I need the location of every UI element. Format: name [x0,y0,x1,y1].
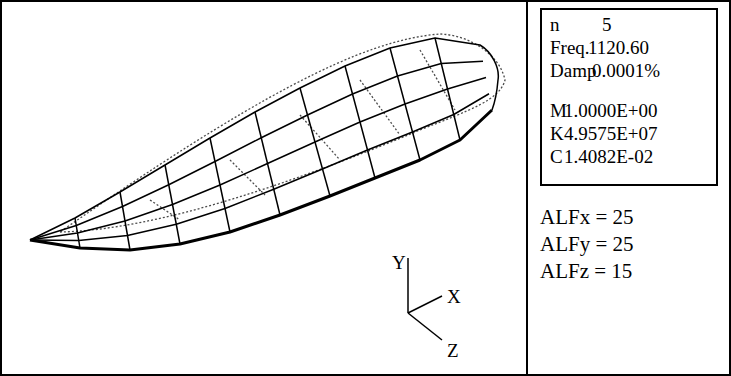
parameter-label: ALFz = 15 [540,259,632,283]
field-value: 1.4082E-02 [564,146,653,168]
field-value: 1120.60 [588,37,649,59]
axis-label: X [447,286,461,308]
parameter-label: ALFy = 25 [540,232,634,256]
axis-triad [408,258,442,340]
field-name: C [550,146,563,168]
axis-label: Z [447,340,459,362]
field-name: Freq. [550,37,590,59]
field-name: n [550,14,560,36]
info-box: n5Freq.1120.60Damp0.0001%M1.0000E+00K4.9… [540,8,718,186]
field-name: Damp [550,60,596,82]
field-value: 5 [602,14,612,36]
axis-label: Y [392,252,406,274]
field-value: 4.9575E+07 [564,123,658,145]
parameter-label: ALFx = 25 [540,205,634,229]
divider [526,1,528,375]
field-value: 1.0000E+00 [564,100,658,122]
field-name: K [550,123,564,145]
field-value: 0.0001% [592,60,660,82]
wireframe-mesh [30,38,498,250]
